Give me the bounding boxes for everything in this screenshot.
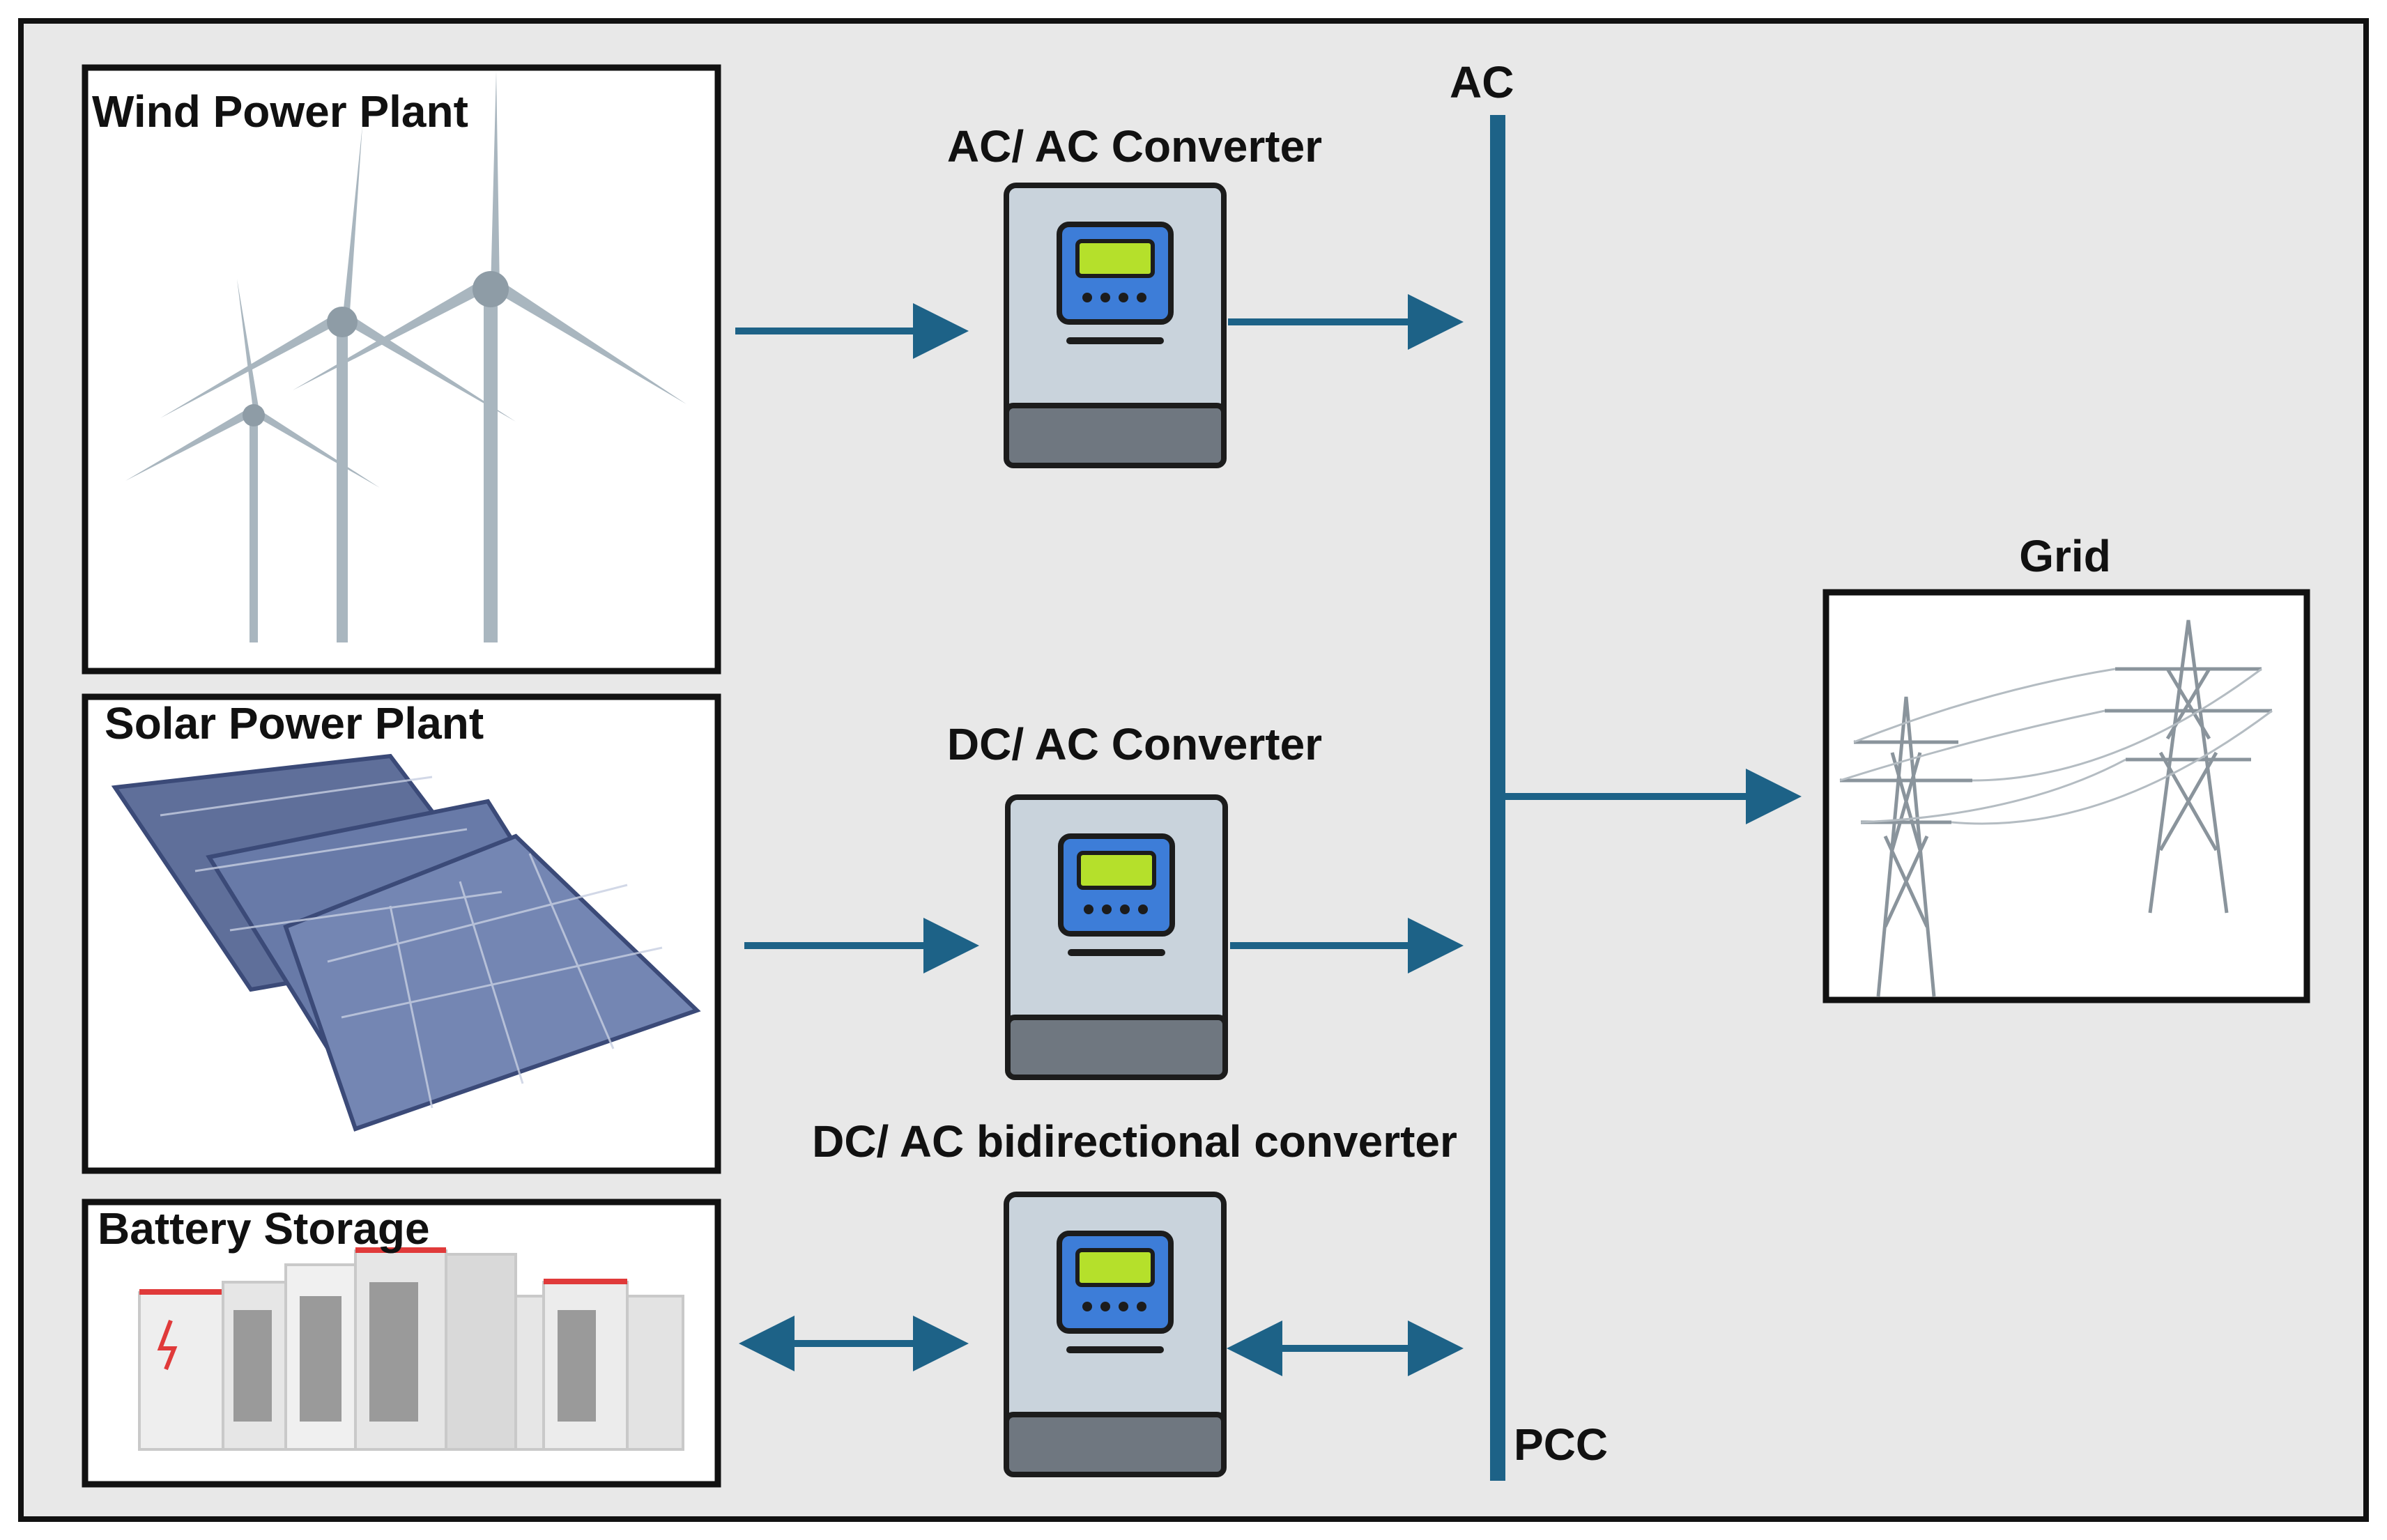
- dc-ac-converter: DC/ AC Converter: [947, 719, 1322, 1077]
- solar-power-plant-box: Solar Power Plant: [82, 693, 721, 1174]
- bidirectional-converter-label: DC/ AC bidirectional converter: [812, 1116, 1457, 1166]
- solar-power-plant-label: Solar Power Plant: [105, 698, 484, 748]
- ac-bus-label: AC: [1450, 57, 1514, 107]
- battery-racks-icon: [138, 1247, 684, 1451]
- bidirectional-converter: DC/ AC bidirectional converter: [812, 1116, 1457, 1474]
- wind-power-plant-box: Wind Power Plant: [82, 64, 721, 675]
- transmission-towers-icon: [1839, 619, 2273, 997]
- battery-storage-box: Battery Storage: [82, 1199, 721, 1488]
- converter-unit-icon: [1006, 185, 1224, 465]
- wind-turbines-icon: [125, 71, 686, 642]
- pcc-bus-bar: [1490, 115, 1505, 1481]
- solar-panels-icon: [111, 753, 701, 1132]
- ac-ac-converter-label: AC/ AC Converter: [947, 121, 1322, 171]
- converter-unit-icon: [1006, 1194, 1224, 1474]
- battery-storage-label: Battery Storage: [98, 1203, 430, 1254]
- grid-label: Grid: [2019, 531, 2111, 581]
- ac-ac-converter: AC/ AC Converter: [947, 121, 1322, 465]
- pcc-label: PCC: [1514, 1419, 1608, 1470]
- ac-bus: AC PCC: [1450, 57, 1608, 1481]
- wind-power-plant-label: Wind Power Plant: [92, 86, 468, 137]
- dc-ac-converter-label: DC/ AC Converter: [947, 719, 1322, 769]
- converter-unit-icon: [1008, 797, 1225, 1077]
- grid-box: Grid: [1822, 531, 2310, 1003]
